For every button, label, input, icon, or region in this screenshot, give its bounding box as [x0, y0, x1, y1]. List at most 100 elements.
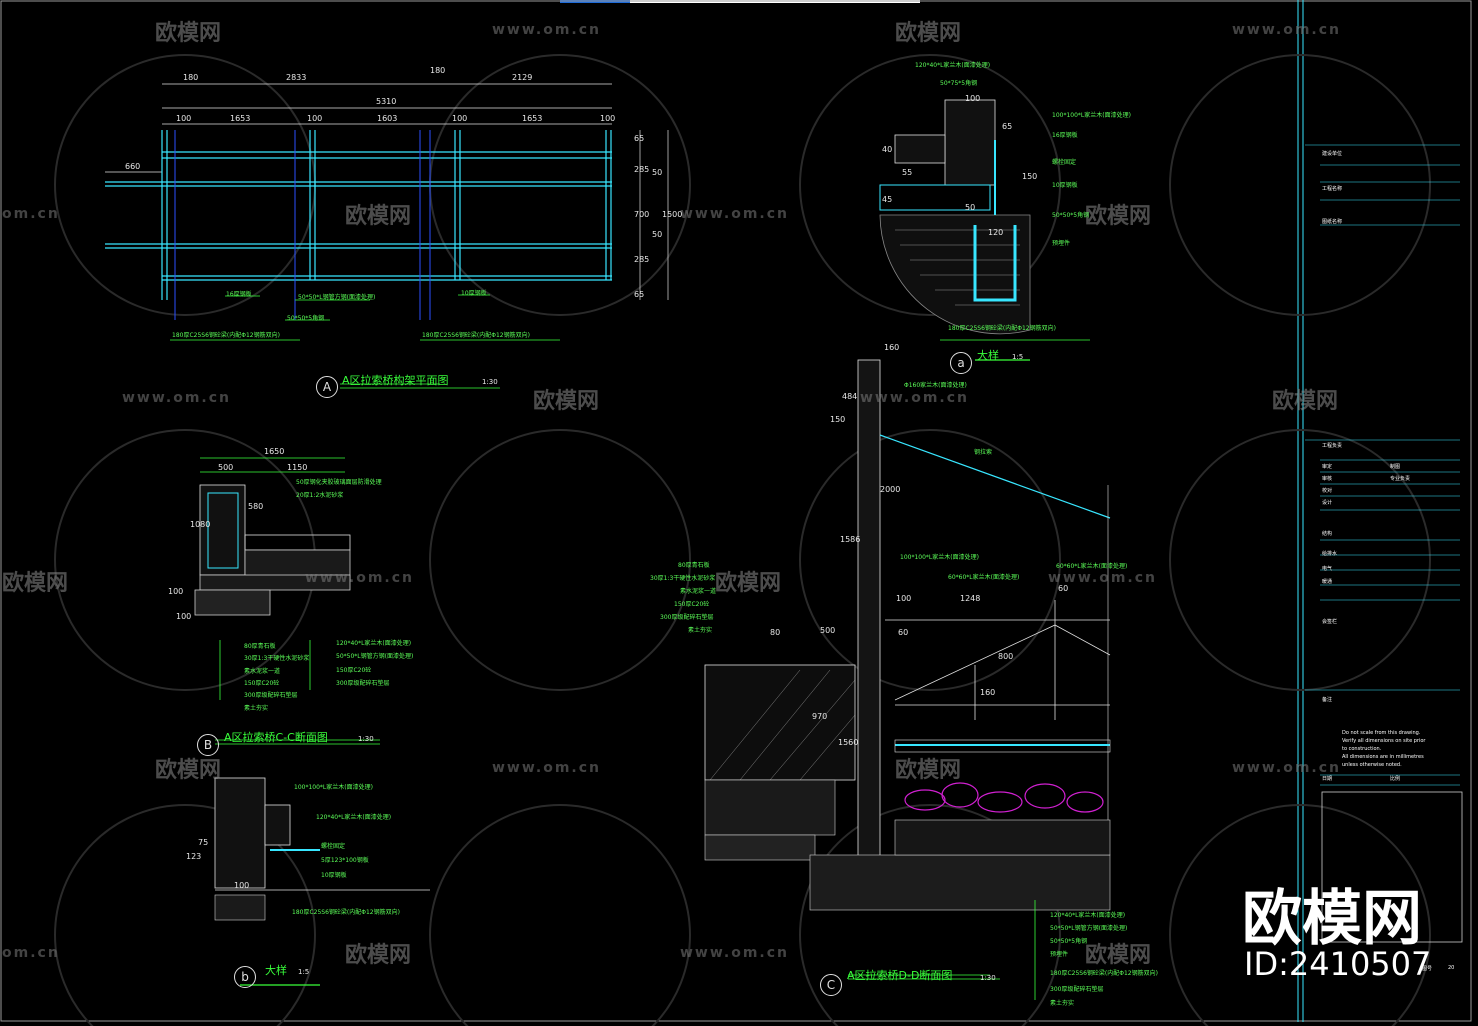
title-block-field: 备注: [1322, 697, 1333, 703]
watermark-logo: 欧模网: [1085, 943, 1152, 968]
dim-label: 50: [652, 230, 663, 239]
watermark-logo: 欧模网: [155, 21, 222, 46]
dim-label: 160: [884, 343, 900, 352]
callout-note: 50*50*L钢管方钢(面漆处理): [336, 653, 414, 660]
section-scale: 1:5: [1012, 353, 1024, 361]
watermark-url: www.om.cn: [305, 570, 415, 586]
dim-label: 120: [988, 228, 1004, 237]
watermark-logo: 欧模网: [155, 758, 222, 783]
dim-label: 700: [634, 210, 650, 219]
callout-note: 5厚123*100钢板: [321, 857, 369, 864]
callout-note: 螺栓固定: [1052, 159, 1077, 166]
callout-note: 素土夯实: [1050, 1000, 1075, 1007]
dim-label: 40: [882, 145, 893, 154]
callout-note: 180厚C25S6钢砼梁(内配Φ12钢筋双向): [1050, 970, 1158, 977]
dim-label: 1650: [264, 447, 285, 456]
dim-label: 65: [1002, 122, 1013, 131]
callout-note: 50*75*5角钢: [940, 80, 978, 87]
title-block-note: All dimensions are in millimetres: [1342, 754, 1424, 760]
callout-note: Φ160家兰木(面漆处理): [904, 382, 967, 389]
section-tag-a-detail: a: [950, 352, 972, 374]
dim-label: 2129: [512, 73, 533, 82]
section-scale: 1:30: [358, 735, 374, 743]
callout-note: 80厚青石板: [678, 562, 710, 569]
title-block-lines: [1305, 144, 1460, 786]
callout-note: 50*50*5角钢: [1050, 938, 1088, 945]
section-scale: 1:5: [298, 968, 310, 976]
callout-note: 预埋件: [1052, 240, 1071, 247]
callout-note: 20厚1:2水泥砂浆: [296, 492, 344, 499]
dim-label: 1248: [960, 594, 981, 603]
section-scale: 1:30: [482, 378, 498, 386]
callout-note: 钢拉索: [974, 449, 993, 456]
dim-label: 150: [1022, 172, 1038, 181]
callout-note: 16厚钢板: [226, 291, 252, 298]
callout-note: 80厚青石板: [244, 643, 276, 650]
dim-label: 123: [186, 852, 202, 861]
dim-label: 45: [882, 195, 893, 204]
callout-note: 120*40*L家兰木(面漆处理): [1050, 912, 1126, 919]
dim-label: 1653: [230, 114, 251, 123]
watermark-logo: 欧模网: [533, 389, 600, 414]
watermark-logo: 欧模网: [895, 21, 962, 46]
callout-note: 300厚级配碎石垫层: [336, 680, 390, 687]
section-tag-b-detail: b: [234, 966, 256, 988]
callout-note: 10厚钢板: [1052, 182, 1078, 189]
watermark-url: om.cn: [2, 206, 60, 222]
callout-note: 素土夯实: [688, 627, 713, 634]
title-block-field: 审核: [1322, 476, 1333, 482]
callout-note: 150厚C20砼: [336, 667, 372, 674]
callout-note: 素水泥浆一道: [680, 588, 717, 595]
title-block-field: 校对: [1322, 488, 1333, 494]
dim-label: 180: [183, 73, 199, 82]
callout-note: 60*60*L家兰木(面漆处理): [1056, 563, 1128, 570]
watermark-url: www.om.cn: [680, 206, 790, 222]
callout-note: 50*50*5角钢: [1052, 212, 1090, 219]
dim-label: 285: [634, 165, 650, 174]
dim-label: 180: [430, 66, 446, 75]
dim-label: 1150: [287, 463, 308, 472]
watermark-url: www.om.cn: [860, 390, 970, 406]
section-title: A区拉索桥构架平面图: [342, 374, 449, 387]
title-block-box: [1321, 791, 1463, 943]
plan-a-drawing: [105, 83, 669, 389]
brand-id: ID:2410507: [1244, 945, 1432, 983]
callout-note: 50*50*L钢管方钢(面漆处理): [298, 294, 376, 301]
callout-note: 300厚级配碎石垫层: [1050, 986, 1104, 993]
section-title: A区拉索桥D-D断面图: [847, 969, 953, 982]
watermark-url: www.om.cn: [492, 22, 602, 38]
dim-label: 500: [218, 463, 234, 472]
title-block-field: 暖通: [1322, 579, 1333, 585]
callout-note: 50*50*L钢管方钢(面漆处理): [1050, 925, 1128, 932]
dim-label: 65: [634, 290, 645, 299]
dim-label: 970: [812, 712, 828, 721]
callout-note: 180厚C25S6钢砼梁(内配Φ12钢筋双向): [422, 332, 530, 339]
callout-note: 100*100*L家兰木(面漆处理): [294, 784, 373, 791]
section-tag-c: C: [820, 974, 842, 996]
callout-note: 50厚钢化夹胶玻璃面层防滑处理: [296, 479, 382, 486]
section-tag-b: B: [197, 734, 219, 756]
title-block-field: 比例: [1390, 776, 1401, 782]
title-block-field: 设计: [1322, 500, 1333, 506]
watermark-url: www.om.cn: [492, 760, 602, 776]
callout-note: 180厚C25S6钢砼梁(内配Φ12钢筋双向): [948, 325, 1056, 332]
watermark-url: www.om.cn: [1232, 760, 1342, 776]
callout-note: 50*50*5角钢: [287, 315, 325, 322]
dim-label: 100: [307, 114, 323, 123]
dim-label: 484: [842, 392, 858, 401]
watermark-logo: 欧模网: [1272, 389, 1339, 414]
watermark-logo: 欧模网: [345, 943, 412, 968]
dim-label: 2833: [286, 73, 307, 82]
section-title: 大样: [977, 349, 999, 362]
callout-note: 300厚级配碎石垫层: [244, 692, 298, 699]
dim-label: 150: [830, 415, 846, 424]
title-block-field: 图号: [1422, 966, 1433, 972]
dim-label: 80: [770, 628, 781, 637]
dim-label: 1560: [838, 738, 859, 747]
dim-label: 1500: [662, 210, 683, 219]
dim-label: 65: [634, 134, 645, 143]
callout-note: 60*60*L家兰木(面漆处理): [948, 574, 1020, 581]
dim-label: 50: [652, 168, 663, 177]
callout-note: 10厚钢板: [321, 872, 347, 879]
